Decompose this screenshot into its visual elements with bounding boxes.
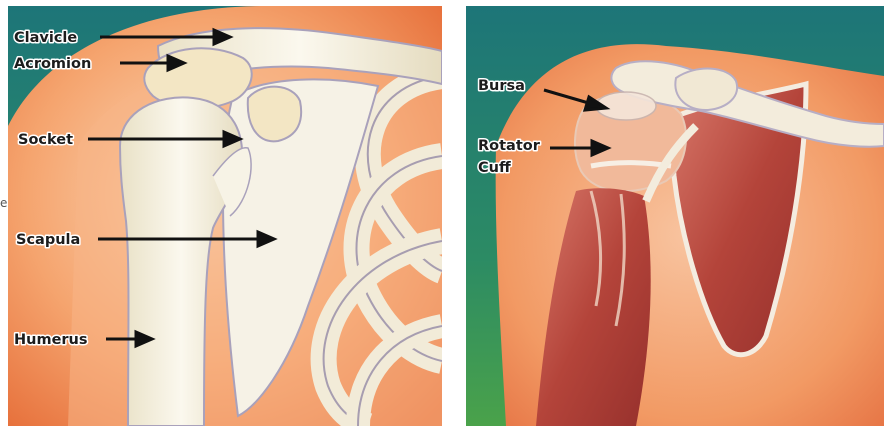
label-bursa: Bursa bbox=[478, 78, 525, 94]
bone-anatomy-panel: Clavicle Acromion Socket Scapula Humerus bbox=[8, 6, 442, 426]
bone-anatomy-illustration: Clavicle Acromion Socket Scapula Humerus bbox=[8, 6, 442, 426]
label-humerus: Humerus bbox=[14, 332, 88, 348]
muscle-anatomy-panel: Bursa Rotator Cuff bbox=[466, 6, 884, 426]
acromion-bone bbox=[675, 69, 737, 111]
label-scapula: Scapula bbox=[16, 232, 80, 248]
label-socket: Socket bbox=[18, 132, 73, 148]
label-rotator-cuff-line2: Cuff bbox=[478, 160, 511, 176]
coracoid-process bbox=[248, 87, 301, 142]
label-acromion: Acromion bbox=[14, 56, 91, 72]
edge-fragment-text: e bbox=[0, 196, 7, 210]
label-rotator-cuff-line1: Rotator bbox=[478, 138, 541, 154]
muscle-anatomy-illustration: Bursa Rotator Cuff bbox=[466, 6, 884, 426]
label-clavicle: Clavicle bbox=[14, 30, 77, 46]
